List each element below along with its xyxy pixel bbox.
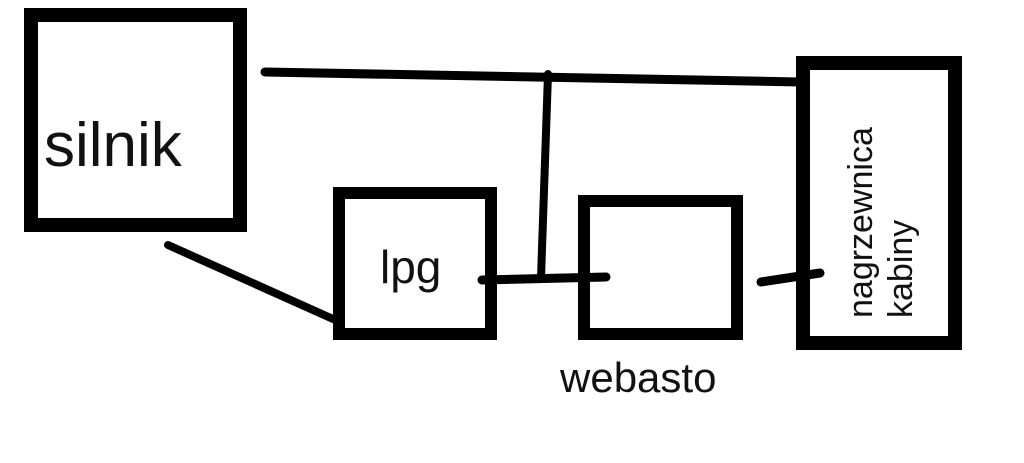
webasto-label: webasto <box>559 354 716 401</box>
connector-engine-lpg <box>164 241 337 323</box>
heater-label-line1: nagrzewnica <box>842 127 880 318</box>
connector-webasto-heater <box>756 268 825 287</box>
engine-box <box>24 8 247 232</box>
engine-label: silnik <box>44 111 183 180</box>
heater-label-line2: kabiny <box>882 220 920 318</box>
connector-engine-heater <box>260 67 805 87</box>
webasto-box <box>578 195 743 340</box>
lpg-label: lpg <box>380 241 441 293</box>
connector-branch-vertical <box>537 70 552 282</box>
lpg-box <box>333 187 497 340</box>
heater-box <box>796 56 962 350</box>
